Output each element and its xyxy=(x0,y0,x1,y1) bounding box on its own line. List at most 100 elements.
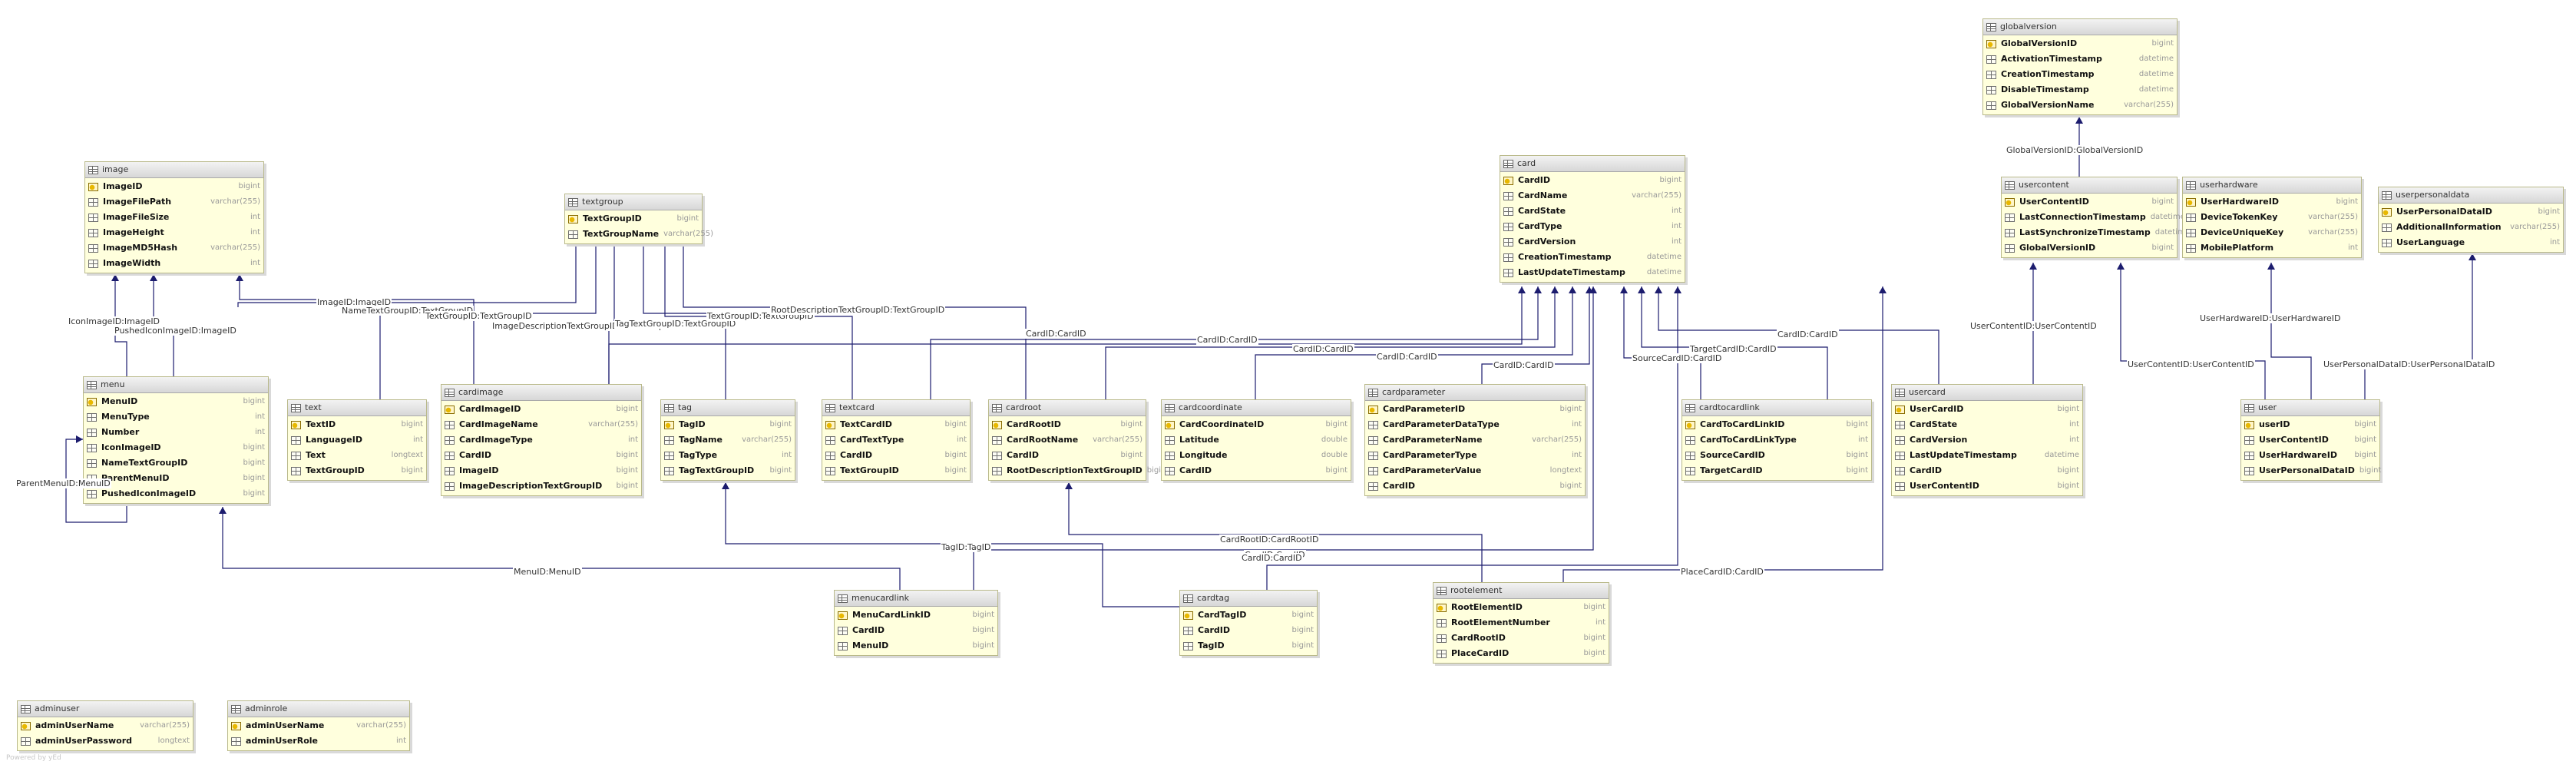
table-header[interactable]: rootelement xyxy=(1433,583,1609,599)
relation-line[interactable] xyxy=(2270,263,2312,399)
table-header[interactable]: user xyxy=(2241,400,2379,416)
relation-line[interactable] xyxy=(1255,286,1573,399)
table-header[interactable]: cardroot xyxy=(989,400,1146,416)
table-header[interactable]: userhardware xyxy=(2183,177,2361,194)
table-header[interactable]: adminrole xyxy=(228,701,409,717)
relation-line[interactable] xyxy=(2364,253,2473,399)
table-header[interactable]: cardimage xyxy=(441,385,641,401)
table-header[interactable]: usercard xyxy=(1892,385,2082,401)
table-header[interactable]: menucardlink xyxy=(835,591,997,607)
relation-line[interactable] xyxy=(1068,482,1483,582)
table-header[interactable]: globalversion xyxy=(1983,19,2177,35)
table-header[interactable]: tag xyxy=(661,400,795,416)
table-header[interactable]: card xyxy=(1500,156,1685,172)
relation-line[interactable] xyxy=(1105,286,1556,399)
relation-line[interactable] xyxy=(237,223,577,307)
relation-line[interactable] xyxy=(2120,263,2266,399)
table-header[interactable]: cardparameter xyxy=(1365,385,1585,401)
table-header[interactable]: textcard xyxy=(822,400,970,416)
relation-line[interactable] xyxy=(608,223,615,384)
table-header[interactable]: image xyxy=(85,162,263,178)
